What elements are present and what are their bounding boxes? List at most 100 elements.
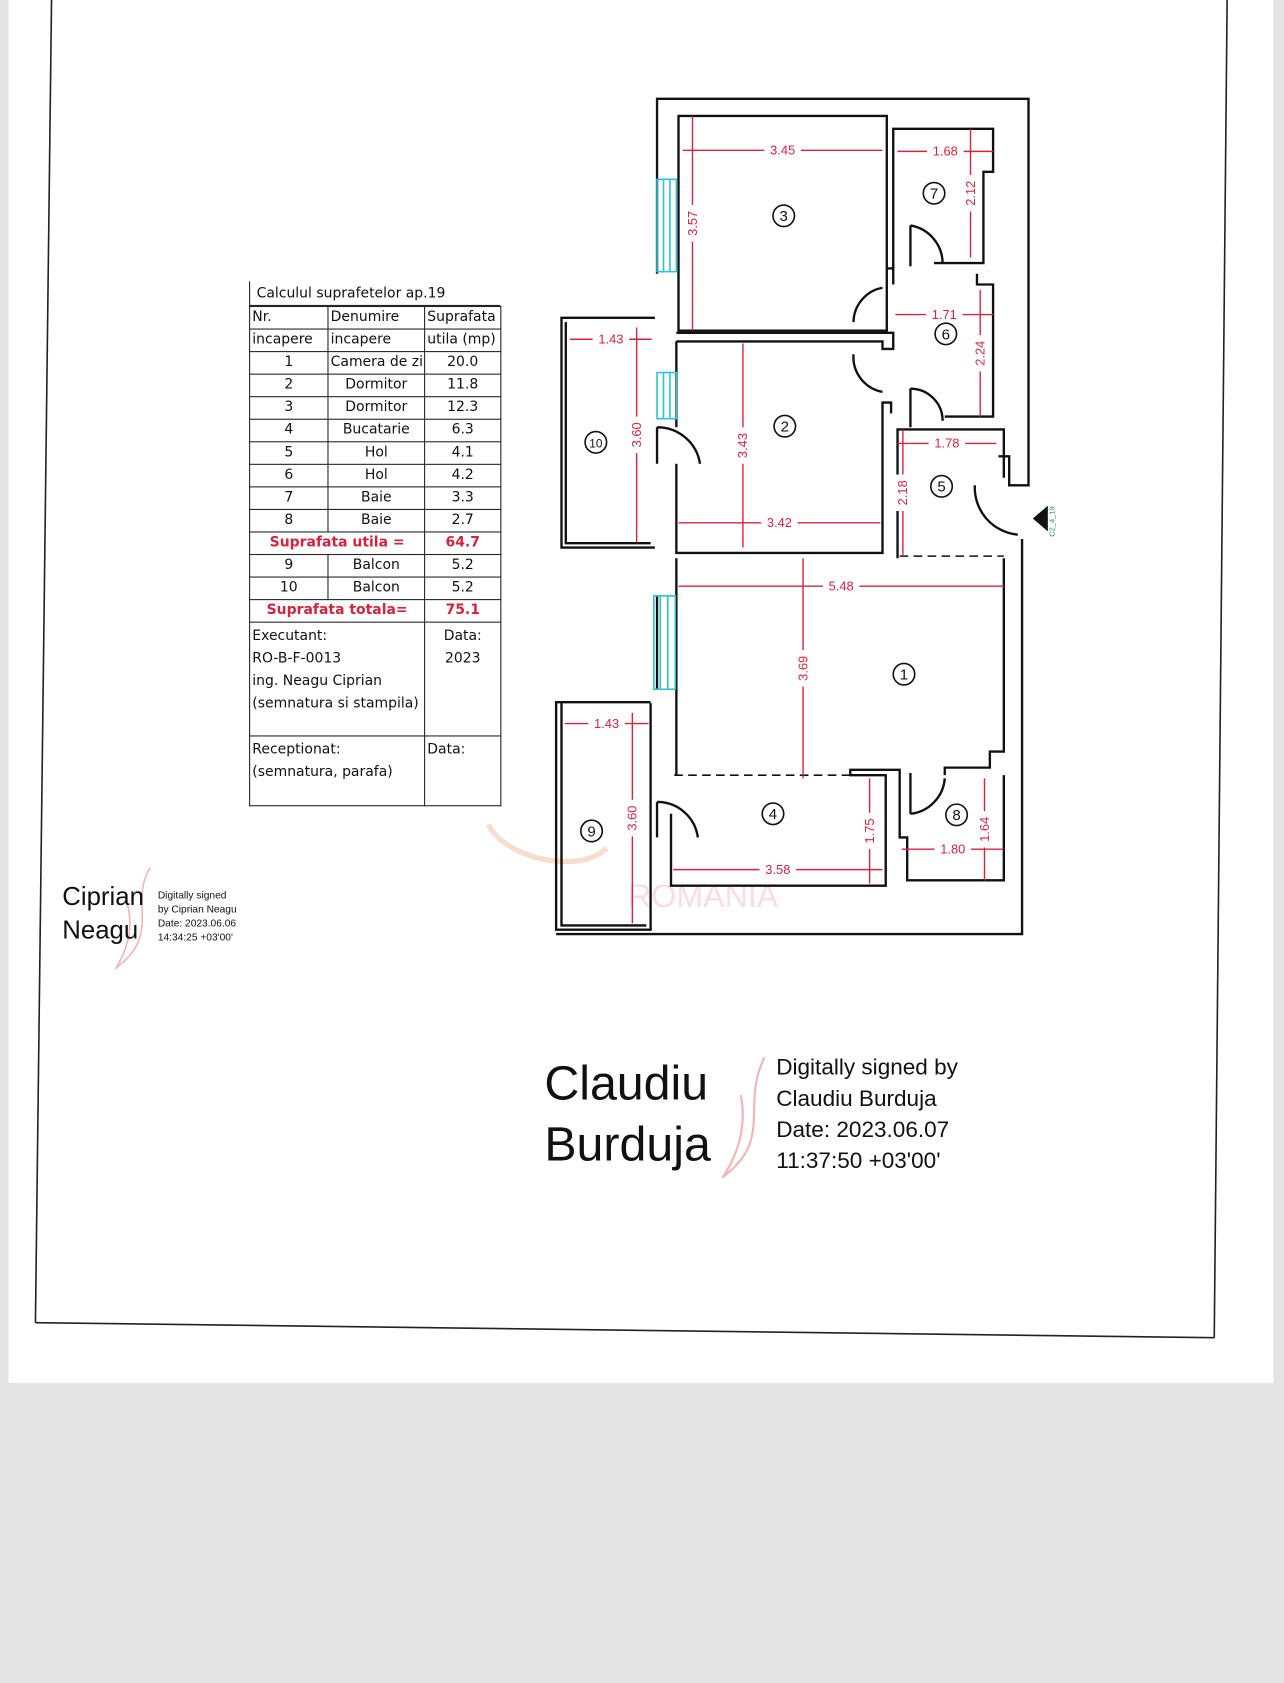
dimension-label: 1.43: [594, 716, 619, 731]
room-circle: [773, 414, 797, 438]
room-number: 5: [930, 474, 954, 498]
dimension: 3.45: [682, 143, 883, 158]
signer-name-claudiu: Claudiu Burduja: [544, 1052, 711, 1174]
executant-code: RO-B-F-0013: [252, 650, 342, 667]
column-header: incapere: [327, 328, 426, 353]
room-number-label: 5: [937, 479, 945, 496]
signature-flourish-icon: [115, 867, 151, 969]
column-header: incapere: [249, 328, 329, 353]
receptionat-note: (semnatura, parafa): [252, 764, 393, 781]
signature-line: by Ciprian Neagu: [157, 903, 237, 916]
table-cell: 5.2: [424, 553, 502, 578]
table-cell: Balcon: [327, 553, 426, 578]
table-cell: Baie: [327, 508, 426, 533]
dimension: 1.64: [977, 778, 993, 881]
dimension-label-bg: [684, 205, 700, 242]
dimension-label: 1.68: [933, 144, 958, 159]
table-cell: 6: [249, 463, 329, 488]
table-cell: 5: [249, 441, 329, 465]
useful-area-value: 64.7: [424, 531, 502, 556]
signer-name-ciprian: Ciprian Neagu: [62, 880, 144, 947]
dimension: 3.43: [735, 343, 751, 548]
column-header: Suprafata: [424, 305, 502, 330]
room-circle: [945, 803, 969, 827]
column-header: utila (mp): [424, 328, 502, 353]
room-number-label: 6: [942, 326, 950, 343]
dimension-label-bg: [862, 812, 878, 850]
table-cell: 10: [249, 576, 329, 601]
dimension-label: 1.80: [940, 842, 965, 857]
table-cell: 1: [249, 351, 329, 375]
table-cell: Balcon: [327, 576, 426, 601]
document-page: [8, 0, 1274, 1383]
dimension-label: 1.71: [932, 307, 957, 322]
table-cell: Dormitor: [327, 396, 426, 420]
dimension-label-bg: [895, 474, 911, 512]
dimension-label: 5.48: [829, 578, 854, 593]
signature-line: Date: 2023.06.07: [776, 1117, 950, 1143]
room-circle: [930, 474, 954, 498]
room-number-label: 10: [589, 437, 603, 451]
table-cell: Baie: [327, 486, 426, 510]
executant-name: ing. Neagu Ciprian: [252, 673, 382, 690]
room-number-label: 3: [780, 208, 788, 225]
dimension: 3.60: [625, 712, 640, 924]
room-circle: [580, 819, 604, 843]
dimension-label: 3.57: [685, 211, 700, 236]
entrance-marker: C2_4_19: [1032, 505, 1056, 537]
table-cell: 3: [249, 396, 329, 420]
dimension-label-bg: [972, 334, 988, 372]
table-cell: 9: [249, 553, 329, 578]
svg-text:ROMANIA: ROMANIA: [628, 878, 779, 914]
table-cell: 2.7: [424, 508, 502, 533]
signer-last-name: Burduja: [544, 1116, 711, 1172]
dimension: 2.18: [895, 429, 911, 557]
dimension: 3.42: [678, 515, 881, 531]
signature-line: 11:37:50 +03'00': [776, 1148, 941, 1174]
room-number-label: 8: [952, 807, 960, 824]
table-cell: 20.0: [424, 351, 502, 375]
table-cell: Dormitor: [327, 373, 426, 398]
dimension-label: 2.18: [895, 480, 910, 505]
room-number-label: 4: [769, 806, 777, 823]
receptionat-date-label: Data:: [427, 741, 466, 758]
executant-date-cell: Data:2023: [424, 621, 502, 737]
total-area-value: 75.1: [424, 599, 502, 623]
table-cell: 6.3: [424, 418, 502, 443]
table-cell: 8: [249, 508, 329, 533]
executant-date-label: Data:: [443, 628, 482, 645]
signer-first-name: Claudiu: [544, 1055, 709, 1111]
dimension-label-bg: [928, 435, 966, 451]
dimension-label: 3.69: [795, 656, 810, 681]
table-cell: 3.3: [424, 486, 502, 510]
table-cell: 5.2: [424, 576, 502, 601]
signature-line: Digitally signed: [157, 890, 227, 902]
dimension: 5.48: [678, 578, 1004, 594]
useful-area-label: Suprafata utila =: [249, 531, 426, 556]
room-number-label: 9: [587, 823, 595, 840]
dimension-label-bg: [822, 578, 860, 594]
signer-last-name: Neagu: [62, 915, 139, 945]
dimension-label-bg: [963, 174, 979, 212]
watermark: ROMANIA: [486, 823, 779, 914]
dimension-label-bg: [759, 862, 797, 878]
receptionat-label: Receptionat:: [252, 741, 341, 758]
dimension-label: 1.75: [862, 818, 877, 843]
dimension: 2.12: [963, 128, 979, 258]
dimension: 1.71: [895, 307, 994, 323]
receptionat-cell: Receptionat: (semnatura, parafa): [249, 735, 426, 807]
room-number-label: 7: [930, 186, 938, 203]
room-circle: [892, 662, 916, 686]
windows: [653, 178, 678, 691]
